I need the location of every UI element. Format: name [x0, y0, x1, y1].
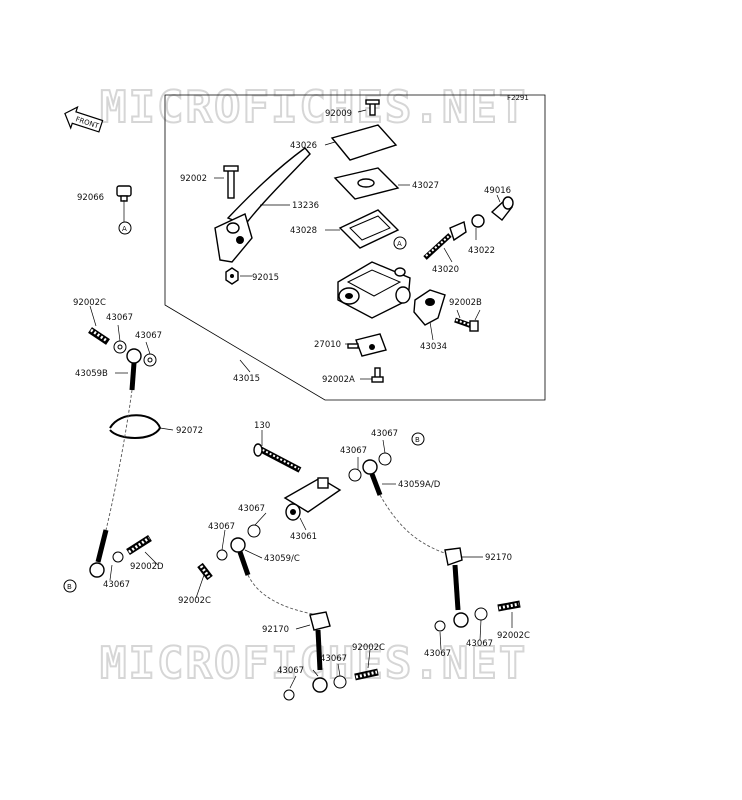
- label-43059ad: 43059A/D: [398, 480, 441, 490]
- label-43067-f: 43067: [208, 522, 235, 532]
- screw-92009: [365, 99, 380, 116]
- label-43067-d: 43067: [340, 446, 367, 456]
- svg-text:A: A: [397, 240, 402, 248]
- assembly-outline: [164, 94, 546, 401]
- label-49016: 49016: [484, 186, 511, 196]
- washer: [247, 524, 261, 538]
- banjo-43059ad: [362, 459, 383, 496]
- screw-92002a: [371, 367, 384, 383]
- label-43059b: 43059B: [75, 369, 108, 379]
- label-92002c-d: 92002C: [497, 631, 530, 641]
- washer: [348, 468, 362, 482]
- circlip: [471, 214, 485, 228]
- leader-lines: [89, 109, 513, 689]
- label-43022: 43022: [468, 246, 495, 256]
- bracket-43034: [413, 289, 446, 326]
- svg-text:B: B: [415, 436, 420, 444]
- watermark-bottom: MICROFICHES.NET: [100, 638, 527, 689]
- label-43027: 43027: [412, 181, 439, 191]
- master-cylinder-body: [337, 261, 411, 319]
- label-43067-h: 43067: [320, 654, 347, 664]
- label-43067-k: 43067: [277, 666, 304, 676]
- label-43067-b: 43067: [135, 331, 162, 341]
- label-43067-g: 43067: [103, 580, 130, 590]
- label-27010: 27010: [314, 340, 341, 350]
- banjo-left-lower: [89, 529, 109, 578]
- cap-92066: [116, 185, 132, 202]
- label-92066: 92066: [77, 193, 104, 203]
- brake-hose-center: [247, 574, 319, 616]
- figure-code: F2291: [507, 94, 529, 102]
- brake-hose-left: [105, 389, 133, 531]
- banjo-43059c: [230, 537, 251, 576]
- label-92015: 92015: [252, 273, 279, 283]
- brake-lever: [214, 147, 311, 263]
- label-43026: 43026: [290, 141, 317, 151]
- label-92002c-b: 92002C: [178, 596, 211, 606]
- label-130: 130: [254, 421, 270, 431]
- label-92002c-c: 92002C: [352, 643, 385, 653]
- label-92072: 92072: [176, 426, 203, 436]
- label-92002d: 92002D: [130, 562, 164, 572]
- callout-b-left: B: [63, 579, 77, 593]
- bolt-92002c-center: [197, 562, 213, 581]
- label-92170-b: 92170: [262, 625, 289, 635]
- banjo-43059b: [126, 348, 142, 391]
- boot-49016: [490, 196, 514, 221]
- washer: [216, 549, 228, 561]
- brake-switch: [347, 333, 387, 357]
- svg-text:A: A: [122, 225, 127, 233]
- washer: [283, 689, 295, 701]
- bolt-92002d: [126, 535, 152, 555]
- three-way-joint: [283, 477, 342, 521]
- watermark-top: MICROFICHES.NET: [100, 82, 527, 133]
- front-arrow-icon: FRONT: [64, 105, 104, 133]
- piston-kit: [423, 221, 467, 260]
- label-92009: 92009: [325, 109, 352, 119]
- washer: [333, 675, 347, 689]
- washer: [434, 620, 446, 632]
- label-13236: 13236: [292, 201, 319, 211]
- callout-a-left: A: [118, 221, 132, 235]
- bolt-92002c-right: [497, 600, 521, 612]
- label-92002: 92002: [180, 174, 207, 184]
- hose-clamp: [109, 414, 162, 439]
- junction-92170-right: [444, 547, 469, 628]
- label-43028: 43028: [290, 226, 317, 236]
- pivot-bolt: [223, 165, 239, 199]
- label-92170-a: 92170: [485, 553, 512, 563]
- label-92002a: 92002A: [322, 375, 355, 385]
- label-43020: 43020: [432, 265, 459, 275]
- brake-hose-right: [379, 494, 451, 556]
- label-92002c-a: 92002C: [73, 298, 106, 308]
- label-43059c: 43059/C: [264, 554, 300, 564]
- svg-text:B: B: [67, 583, 72, 591]
- callout-a-top: A: [393, 236, 407, 250]
- label-43015: 43015: [233, 374, 260, 384]
- label-43067-e: 43067: [238, 504, 265, 514]
- label-43067-c: 43067: [371, 429, 398, 439]
- bolt-92002b: [454, 317, 479, 332]
- bolt-130: [253, 443, 302, 473]
- callout-b-right: B: [411, 432, 425, 446]
- label-92002b: 92002B: [449, 298, 482, 308]
- reservoir-cap: [330, 124, 398, 161]
- label-43067-j: 43067: [424, 649, 451, 659]
- bolt-92002c-bottom: [354, 668, 379, 681]
- bolt-92002c-left: [88, 327, 110, 345]
- label-43067-i: 43067: [466, 639, 493, 649]
- nut-92015: [225, 267, 239, 285]
- washer: [378, 452, 392, 466]
- label-43061: 43061: [290, 532, 317, 542]
- washer: [112, 551, 124, 563]
- diaphragm: [338, 209, 400, 249]
- label-43067-a: 43067: [106, 313, 133, 323]
- washer: [474, 607, 488, 621]
- label-43034: 43034: [420, 342, 447, 352]
- junction-92170-left: [309, 611, 331, 693]
